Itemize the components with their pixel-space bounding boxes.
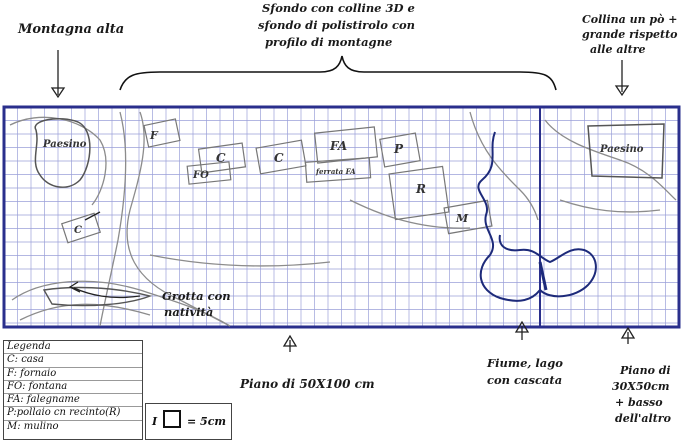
arrow-grotta-head <box>68 281 81 293</box>
arrow-piano-grande-head <box>282 334 298 347</box>
label-grotta-1: Grotta con <box>162 289 231 303</box>
recinto-box <box>388 165 450 221</box>
label-grotta-2: natività <box>164 305 213 319</box>
label-sfondo-1: Sfondo con colline 3D e <box>262 1 415 15</box>
arrow-grotta <box>73 287 141 299</box>
casa-box-1 <box>197 142 247 174</box>
legend-item-casa: C: casa <box>4 354 142 368</box>
arrow-collina-head <box>614 85 630 97</box>
paesino-left-area <box>34 118 91 188</box>
scale-key: I = 5cm <box>145 403 232 440</box>
mark-paesino-left: Paesino <box>42 139 87 150</box>
mark-ferrata: ferrata FA <box>315 167 356 176</box>
legend-item-fornaio: F: fornaio <box>4 368 142 381</box>
arrow-fiume-head <box>514 320 530 333</box>
label-sfondo-3: profilo di montagne <box>265 35 392 49</box>
label-collina-3: alle altre <box>590 43 646 56</box>
casa-box-3 <box>60 212 102 244</box>
grid <box>3 106 680 327</box>
mark-casa-2: C <box>274 151 284 165</box>
mark-casa-3: C <box>74 225 82 236</box>
arrow-montagna-head <box>50 87 66 99</box>
casa-box-2 <box>255 139 307 175</box>
mark-paesino-right: Paesino <box>599 144 644 155</box>
mark-fornaio: F <box>149 129 159 142</box>
mulino-box <box>443 199 493 235</box>
mark-casa-1: C <box>216 151 226 165</box>
legend-item-fontana: FO: fontana <box>4 381 142 395</box>
label-piano-piccolo-4: dell'altro <box>615 412 671 425</box>
mark-pollaio: P <box>393 142 404 156</box>
mark-fontana: FO <box>192 170 209 181</box>
label-fiume-2: con cascata <box>487 373 562 387</box>
river-lake <box>477 131 597 302</box>
ferrata-box <box>304 157 372 183</box>
arrow-piano-piccolo-head <box>620 326 636 339</box>
label-collina-1: Collina un pò + <box>582 13 677 26</box>
waterfall <box>538 261 548 291</box>
legend-title: Legenda <box>4 341 142 355</box>
label-piano-piccolo-1: Piano di <box>619 364 671 377</box>
pollaio-box <box>379 132 421 168</box>
mark-falegname: FA <box>329 139 347 153</box>
label-sfondo-2: sfondo di polistirolo con <box>258 18 415 32</box>
label-piano-grande: Piano di 50X100 cm <box>239 377 375 391</box>
falegname-box <box>313 126 379 164</box>
legend-item-falegname: FA: falegname <box>4 394 142 408</box>
scale-text: = 5cm <box>187 415 227 428</box>
arrows <box>50 50 636 352</box>
label-piano-piccolo-2: 30X50cm <box>612 380 670 393</box>
scale-square <box>163 410 181 428</box>
buildings <box>60 118 493 244</box>
label-piano-piccolo-3: + basso <box>615 396 663 409</box>
legend-item-pollaio: P:pollaio cn recinto(R) <box>4 407 142 421</box>
fornaio-box <box>143 118 181 148</box>
paesino-right-area <box>587 123 665 179</box>
label-fiume-1: Fiume, lago <box>486 356 563 370</box>
scale-symbol: I <box>152 415 158 428</box>
background-brace <box>119 55 557 91</box>
legend: Legenda C: casa F: fornaio FO: fontana F… <box>3 340 143 440</box>
mark-mulino: M <box>455 212 469 225</box>
hill-sketch <box>9 111 677 327</box>
fontana-box <box>186 161 232 185</box>
legend-item-mulino: M: mulino <box>7 420 59 432</box>
label-collina-2: grande rispetto <box>582 28 678 41</box>
board-outline <box>2 105 681 329</box>
arrow-casa <box>84 211 101 221</box>
mark-recinto: R <box>415 182 426 196</box>
label-montagna-alta: Montagna alta <box>17 22 124 37</box>
